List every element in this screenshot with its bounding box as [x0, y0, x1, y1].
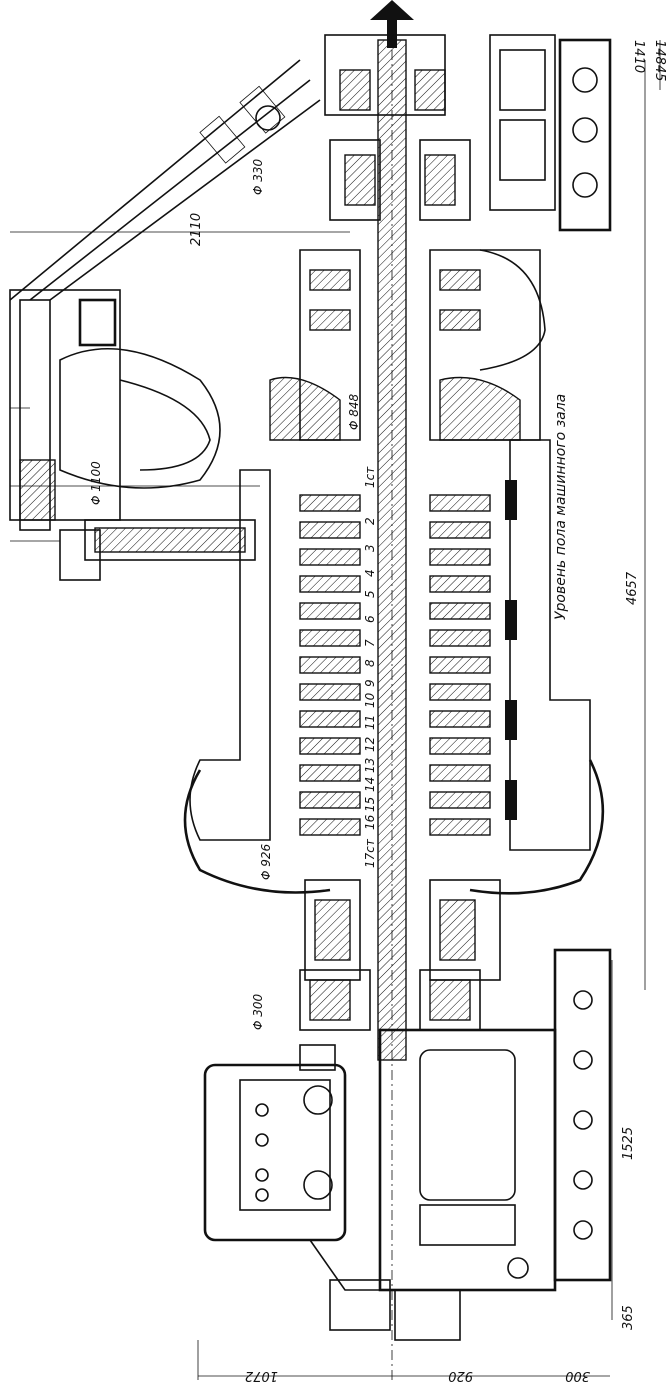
dim-926: Φ 926	[259, 843, 273, 880]
stage-label-8: 8	[363, 659, 377, 667]
right-frame-bottom	[553, 948, 612, 1282]
dim-2110: 2110	[189, 213, 204, 246]
dim-1100: Φ 1100	[89, 461, 103, 505]
stage-label-16: 16	[363, 814, 377, 830]
inlet-pipe	[9, 59, 321, 301]
stage-label-12: 12	[363, 737, 377, 752]
exciter-block	[203, 1044, 461, 1341]
stage-label-14: 14	[363, 777, 377, 792]
stage-label-5: 5	[363, 590, 377, 598]
dim-920: 920	[448, 1368, 473, 1383]
right-frame-top	[489, 34, 612, 232]
dimension-lines	[10, 40, 661, 1380]
blading-left	[299, 494, 361, 836]
stage-label-10: 10	[363, 692, 377, 708]
dim-365: 365	[621, 1305, 636, 1330]
dimension-labels: 1410 14845 Φ 330 2110 Φ 848 Φ 1100 Φ 926…	[89, 40, 667, 1383]
dim-300: 300	[565, 1368, 590, 1383]
dim-1072: 1072	[245, 1368, 278, 1383]
stage-label-6: 6	[363, 615, 377, 623]
stage-label-1: 1ст	[363, 466, 377, 488]
stage-label-3: 3	[363, 544, 377, 552]
dim-1525: 1525	[621, 1127, 636, 1160]
floor-level-label: Уровень пола машинного зала	[553, 394, 569, 620]
dim-14845: 14845	[652, 40, 667, 81]
turbine-casing	[183, 439, 605, 895]
dim-330: Φ 330	[251, 158, 265, 195]
stage-label-15: 15	[363, 797, 377, 812]
rear-bearing	[299, 879, 501, 1031]
stage-label-4: 4	[363, 569, 377, 577]
dim-300-dia: Φ 300	[251, 993, 265, 1030]
blading-right	[429, 494, 491, 836]
front-bearing	[324, 34, 471, 221]
dim-1410: 1410	[631, 40, 646, 73]
rotor-shaft	[377, 30, 407, 1380]
stage-label-17: 17ст	[363, 838, 377, 868]
dim-4657: 4657	[625, 571, 640, 605]
stage-labels: 1ст 2 3 4 5 6 7 8 9 10 11 12 13 14 15 16…	[363, 466, 377, 868]
stage-label-9: 9	[363, 679, 377, 687]
stage-label-2: 2	[363, 517, 377, 525]
dim-848: Φ 848	[347, 393, 361, 430]
valve-assembly	[9, 289, 256, 581]
generator-frame	[378, 1028, 557, 1292]
stage-label-13: 13	[363, 758, 377, 773]
stage-label-7: 7	[363, 639, 377, 647]
stage-label-11: 11	[363, 715, 377, 730]
front-casing	[269, 249, 546, 441]
